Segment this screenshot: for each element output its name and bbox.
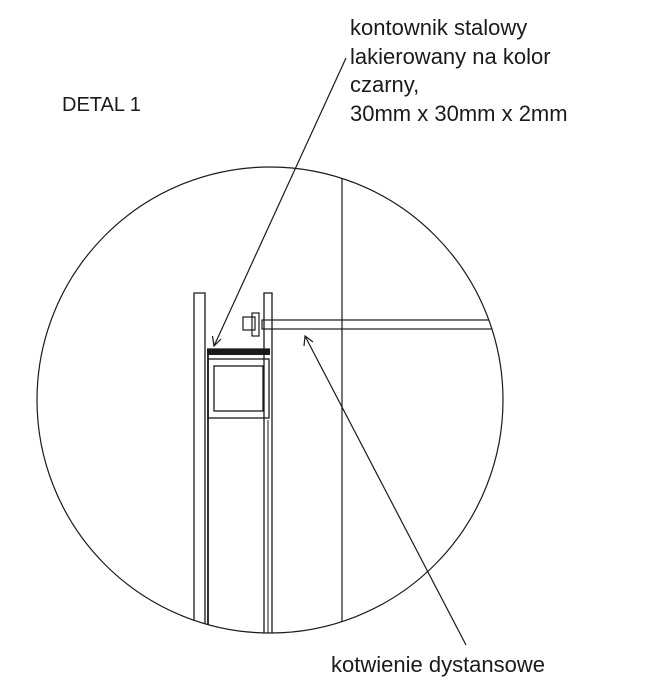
post-left-wall	[193, 292, 206, 633]
angle-bar-callout-line-2: lakierowany na kolor	[350, 43, 551, 69]
detail-circle	[36, 166, 504, 634]
steel-angle-bar	[207, 349, 270, 355]
angle-bar-callout: kontownik stalowy lakierowany na kolor c…	[350, 14, 568, 128]
angle-bar-callout-line-1: kontownik stalowy	[350, 15, 528, 40]
square-profile-outer	[207, 358, 270, 419]
angle-bar-arrowhead	[211, 335, 222, 348]
anchor-plate	[251, 312, 260, 337]
spacer-anchor-leader-line	[304, 335, 467, 646]
detail-title: DETAL 1	[62, 94, 141, 116]
angle-bar-callout-line-3: czarny,	[350, 72, 420, 97]
post-right-wall	[263, 292, 273, 633]
square-profile-inner	[213, 365, 264, 412]
angle-bar-callout-line-4: 30mm x 30mm x 2mm	[350, 100, 568, 126]
spacer-anchor-callout: kotwienie dystansowe	[331, 652, 546, 677]
spacer-anchor-bar	[261, 319, 503, 330]
spacer-anchor-arrowhead	[303, 334, 314, 347]
angle-bar-leader-line	[213, 57, 347, 347]
bolt-head	[242, 316, 256, 331]
